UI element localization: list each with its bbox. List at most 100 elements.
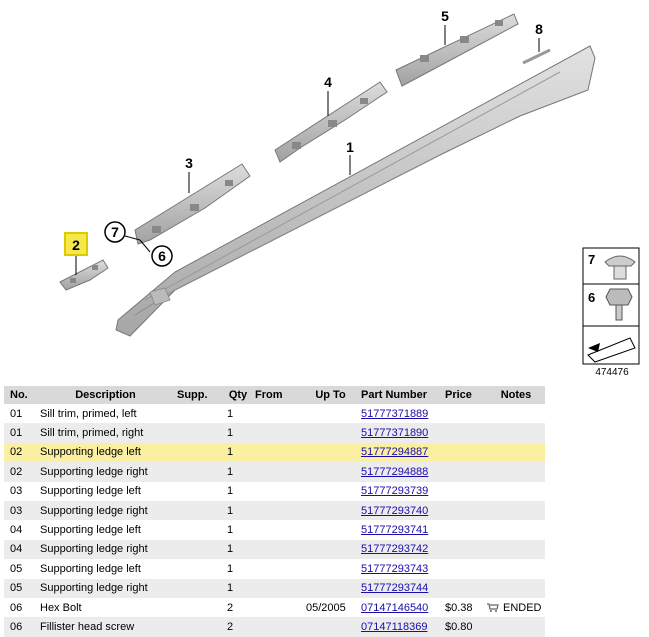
sill-trim-part[interactable] [115, 45, 596, 337]
cell-notes [481, 423, 545, 443]
col-header-part-number: Part Number [355, 386, 439, 404]
part-number-link[interactable]: 07147118369 [361, 620, 428, 633]
cell-qty: 1 [221, 404, 249, 424]
cell-from [249, 539, 300, 560]
cell-no: 05 [4, 578, 34, 598]
cell-up-to [300, 481, 355, 501]
clip-icon [604, 255, 636, 280]
cell-notes [481, 520, 545, 540]
callout-4[interactable]: 4 [324, 74, 332, 90]
cell-price: $0.38 [439, 597, 481, 618]
callout-2[interactable]: 2 [72, 237, 80, 253]
cart-icon[interactable] [487, 602, 499, 612]
part-number-link[interactable]: 51777293741 [361, 524, 429, 537]
part-number-link[interactable]: 07147146540 [361, 601, 429, 614]
part-number-link[interactable]: 51777293742 [361, 543, 429, 556]
part-number-link[interactable]: 51777293744 [361, 582, 429, 595]
part-number-link[interactable]: 51777371890 [361, 427, 429, 440]
cell-qty: 1 [221, 423, 249, 443]
col-header-from: From [249, 386, 300, 404]
cell-description: Sill trim, primed, left [34, 404, 171, 424]
part-number-link[interactable]: 51777293739 [361, 485, 429, 498]
supporting-ledge-5-part[interactable] [395, 13, 519, 87]
cell-price [439, 404, 481, 424]
cell-notes: ENDED [481, 597, 545, 618]
cell-qty: 1 [221, 520, 249, 540]
cell-supp [171, 462, 221, 482]
cell-price [439, 423, 481, 443]
callout-5[interactable]: 5 [441, 8, 449, 24]
cell-supp [171, 578, 221, 598]
strip-part[interactable] [522, 48, 551, 65]
cell-notes [481, 539, 545, 560]
cell-supp [171, 423, 221, 443]
callout-3[interactable]: 3 [185, 155, 193, 171]
callout-8[interactable]: 8 [535, 21, 543, 37]
cell-part-number: 51777293741 [355, 520, 439, 540]
cell-from [249, 423, 300, 443]
cell-up-to: 05/2005 [300, 597, 355, 618]
cell-part-number: 51777293740 [355, 500, 439, 521]
cell-no: 03 [4, 500, 34, 521]
col-header-up-to: Up To [300, 386, 355, 404]
cell-description: Supporting ledge left [34, 481, 171, 501]
cell-price [439, 539, 481, 560]
cell-supp [171, 539, 221, 560]
cell-price [439, 481, 481, 501]
cell-from [249, 578, 300, 598]
cell-up-to [300, 520, 355, 540]
cell-notes [481, 500, 545, 521]
cell-notes [481, 442, 545, 463]
part-number-link[interactable]: 51777294887 [361, 446, 429, 459]
cell-from [249, 559, 300, 579]
cell-from [249, 442, 300, 463]
cell-price [439, 559, 481, 579]
part-number-link[interactable]: 51777294888 [361, 465, 429, 478]
leader-lines [75, 25, 540, 275]
cell-notes [481, 404, 545, 424]
cell-no: 04 [4, 539, 34, 560]
callout-6-circle [151, 245, 173, 267]
callout-7[interactable]: 7 [111, 224, 119, 240]
cell-description: Supporting ledge left [34, 559, 171, 579]
supporting-ledge-2-part[interactable] [59, 259, 109, 291]
cell-description: Supporting ledge left [34, 442, 171, 463]
cell-description: Supporting ledge left [34, 520, 171, 540]
supporting-ledge-4-part[interactable] [274, 81, 388, 163]
diagram-number: 474476 [595, 367, 629, 378]
part-number-link[interactable]: 51777371889 [361, 407, 429, 420]
part-number-link[interactable]: 51777293740 [361, 504, 429, 517]
cell-description: Supporting ledge right [34, 462, 171, 482]
cell-qty: 1 [221, 442, 249, 463]
hardware-legend: 7 6 [582, 247, 640, 365]
cell-qty: 1 [221, 500, 249, 521]
callout-1[interactable]: 1 [346, 139, 354, 155]
cell-up-to [300, 500, 355, 521]
cell-no: 05 [4, 559, 34, 579]
cell-no: 04 [4, 520, 34, 540]
callout-6[interactable]: 6 [158, 248, 166, 264]
col-header-supp: Supp. [171, 386, 221, 404]
col-header-qty: Qty [221, 386, 249, 404]
cell-from [249, 481, 300, 501]
cell-no: 03 [4, 481, 34, 501]
cell-qty: 1 [221, 559, 249, 579]
cell-description: Fillister head screw [34, 617, 171, 637]
supporting-ledge-3-part[interactable] [134, 163, 251, 245]
part-number-link[interactable]: 51777293743 [361, 562, 429, 575]
diagram-corner-icon [587, 337, 636, 363]
col-header-notes: Notes [481, 386, 545, 404]
cell-from [249, 404, 300, 424]
